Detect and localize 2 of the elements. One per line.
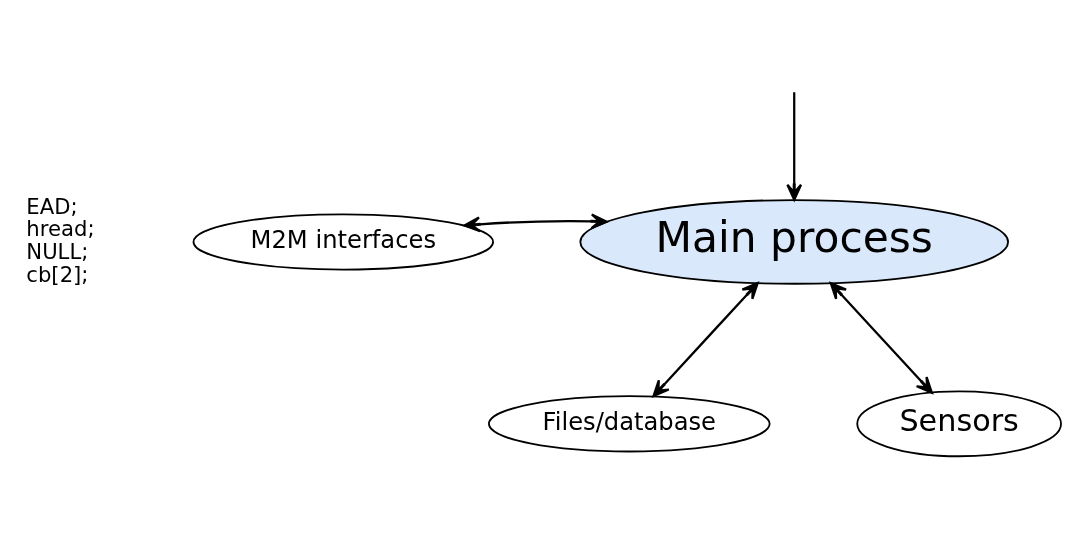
label: EAD; [26, 193, 78, 219]
label: cb[2]; [26, 261, 89, 287]
